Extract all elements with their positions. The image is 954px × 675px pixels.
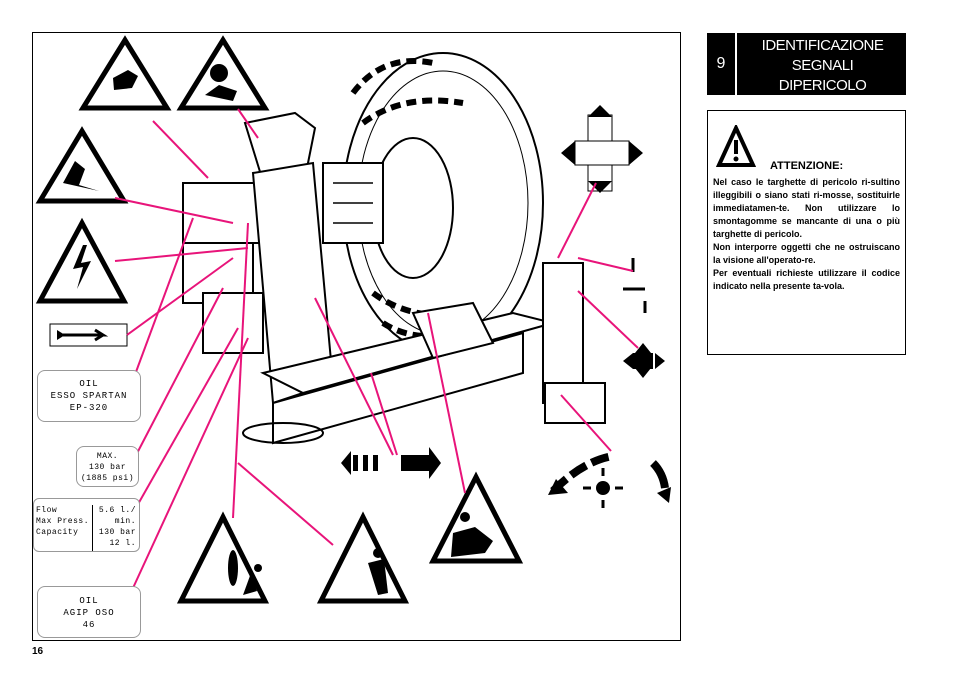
flow-spec-label: Flow Max Press. Capacity 5.6 l./ min. 13… [33, 498, 140, 552]
rotation-arrows-icon [548, 452, 671, 508]
arrow-right-icon [49, 323, 128, 347]
warning-box: ATTENZIONE: Nel caso le targhette di per… [707, 110, 906, 355]
page-number: 16 [32, 646, 44, 657]
warning-triangle-icon [176, 35, 270, 111]
section-number: 9 [707, 33, 737, 95]
oil-agip-label: OIL AGIP OSO 46 [37, 586, 141, 638]
double-arrow-icon [341, 447, 441, 479]
warning-paragraph: Nel caso le targhette di pericolo ri-sul… [713, 177, 900, 239]
oil-esso-label: OIL ESSO SPARTAN EP-320 [37, 370, 141, 422]
warning-paragraph: Per eventuali richieste utilizzare il co… [713, 268, 900, 291]
warning-triangle-icon [35, 126, 129, 204]
section-title: IDENTIFICAZIONE SEGNALI DIPERICOLO [761, 37, 884, 94]
machine-body [182, 111, 606, 445]
leader-lines [114, 108, 639, 589]
warning-heading: ATTENZIONE: [770, 160, 844, 172]
warning-triangle-icon [716, 125, 756, 167]
illustration-frame: OIL ESSO SPARTAN EP-320 MAX. 130 bar (18… [32, 32, 681, 641]
tyre-illustration [322, 52, 544, 354]
control-directions-icon [561, 105, 665, 378]
warning-triangle-icon [428, 471, 524, 564]
warning-triangle-icon [316, 511, 410, 604]
warning-paragraph: Non interporre oggetti che ne ostruiscan… [713, 242, 900, 265]
flow-spec-values: 5.6 l./ min. 130 bar 12 l. [98, 506, 136, 548]
max-pressure-label: MAX. 130 bar (1885 psi) [76, 446, 139, 487]
section-header: 9 IDENTIFICAZIONE SEGNALI DIPERICOLO [707, 33, 906, 95]
warning-triangle-icon [78, 35, 172, 111]
warning-triangle-icon [176, 511, 270, 604]
flow-spec-keys: Flow Max Press. Capacity [36, 505, 93, 551]
electric-hazard-icon [35, 217, 129, 304]
warning-text: Nel caso le targhette di pericolo ri-sul… [713, 176, 900, 293]
tyre-changer-diagram [35, 35, 671, 604]
